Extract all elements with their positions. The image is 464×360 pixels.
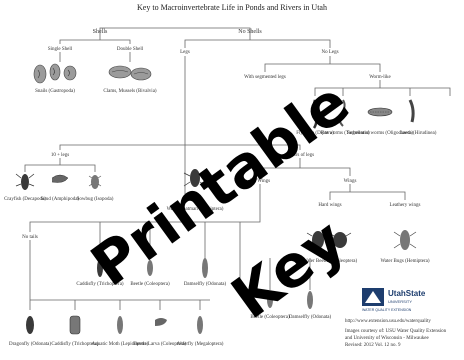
caption-alderfly: Alderfly (Megaloptera)	[177, 342, 224, 347]
caption-damselfly-1: Damselfly (Odonata)	[184, 282, 227, 287]
beetles-bugs-group: Water Beetles (Coleoptera) Water Bugs (H…	[303, 230, 430, 264]
water-boatman-group: Water Boatman (Hemiptera)	[167, 169, 224, 212]
caption-segmented-worms: Segmented worms (Oligochaeta)	[347, 131, 413, 136]
caption-water-beetles: Water Beetles (Coleoptera)	[303, 259, 358, 264]
label-with-segments: With segmented legs	[244, 75, 286, 80]
clam-group: Clams, Mussels (Bivalvia)	[103, 65, 157, 94]
label-single-shell: Single Shell	[48, 47, 73, 52]
caption-aquatic-moth: Aquatic Moth (Lepidoptera)	[92, 342, 149, 347]
caption-crayfish: Crayfish (Decapoda)	[4, 197, 46, 202]
snail-group: Snails (Gastropoda)	[33, 63, 77, 94]
worms-group: Fly larva (Diptera) Flat worms (Turbella…	[296, 99, 437, 136]
caption-fly-larva: Fly larva (Diptera)	[296, 131, 334, 136]
label-legs: Legs	[180, 50, 190, 55]
caption-clams: Clams, Mussels (Bivalvia)	[103, 89, 157, 94]
label-hard-wings: Hard wings	[318, 203, 341, 208]
middle-row-group: Caddisfly (Trichoptera) Beetle (Coleopte…	[76, 258, 227, 287]
footer-text: http://www.extension.usu.edu/waterqualit…	[345, 319, 447, 348]
label-worm-like: Worm-like	[369, 75, 391, 80]
caption-flat-worms: Flat worms (Turbellaria)	[320, 131, 370, 136]
logo-tag: WATER QUALITY EXTENSION	[362, 308, 412, 312]
label-wings: Wings	[344, 179, 357, 184]
footer-credit-3: Revised: 2012 Vol. 12 no. 9	[345, 343, 401, 348]
node-labels: Shells No Shells Single Shell Double She…	[22, 29, 420, 240]
diagram-title: Key to Macroinvertebrate Life in Ponds a…	[137, 3, 327, 12]
label-no-shells: No Shells	[238, 29, 262, 35]
label-no-legs: No Legs	[321, 50, 338, 55]
caption-snails: Snails (Gastropoda)	[35, 89, 75, 94]
footer-credit-2: and University of Wisconsin - Milwaukee	[345, 336, 429, 341]
watermark: Printable Key	[79, 68, 362, 332]
caption-beetle-larva: Beetle Larva (Coleoptera)	[134, 342, 187, 347]
caption-water-bugs: Water Bugs (Hemiptera)	[380, 259, 429, 264]
caption-leeches: Leech (Hirudinea)	[400, 131, 437, 136]
footer-url: http://www.extension.usu.edu/waterqualit…	[345, 319, 431, 324]
label-ten-plus-legs: 10 + legs	[51, 153, 69, 158]
crustacean-group: Crayfish (Decapoda) Scud (Amphipoda) Sow…	[4, 173, 114, 202]
footer-credit-1: Images courtesy of: USU Water Quality Ex…	[345, 329, 447, 334]
caption-dragonfly: Dragonfly (Odonata)	[9, 342, 51, 347]
right-bottom-group: Beetle (Coleoptera) Damselfly (Odonata)	[250, 291, 332, 320]
label-no-tails: No tails	[22, 235, 38, 240]
logo-name: UtahState	[388, 289, 426, 298]
bottom-row-group: Dragonfly (Odonata) Caddisfly (Trichopte…	[9, 315, 224, 347]
caption-scud: Scud (Amphipoda)	[41, 197, 80, 202]
label-no-wings: No Wings	[250, 179, 270, 184]
caption-caddisfly-larva: Caddisfly (Trichoptera)	[51, 342, 99, 347]
caption-beetle-2: Beetle (Coleoptera)	[250, 315, 290, 320]
label-shells: Shells	[93, 29, 108, 35]
caption-water-boatman: Water Boatman (Hemiptera)	[167, 207, 224, 212]
label-leathery-wings: Leathery wings	[390, 203, 421, 208]
connector-lines	[24, 27, 451, 310]
caption-sowbug: Sowbug (Isopoda)	[77, 197, 114, 202]
label-double-shell: Double Shell	[117, 47, 144, 52]
caption-damselfly-2: Damselfly (Odonata)	[289, 315, 332, 320]
caption-caddisfly: Caddisfly (Trichoptera)	[76, 282, 124, 287]
logo-sub: UNIVERSITY	[388, 299, 412, 304]
label-three-pairs: 3 pairs of legs	[286, 153, 314, 158]
caption-beetle: Beetle (Coleoptera)	[130, 282, 170, 287]
usu-logo: UtahState UNIVERSITY WATER QUALITY EXTEN…	[362, 288, 426, 312]
